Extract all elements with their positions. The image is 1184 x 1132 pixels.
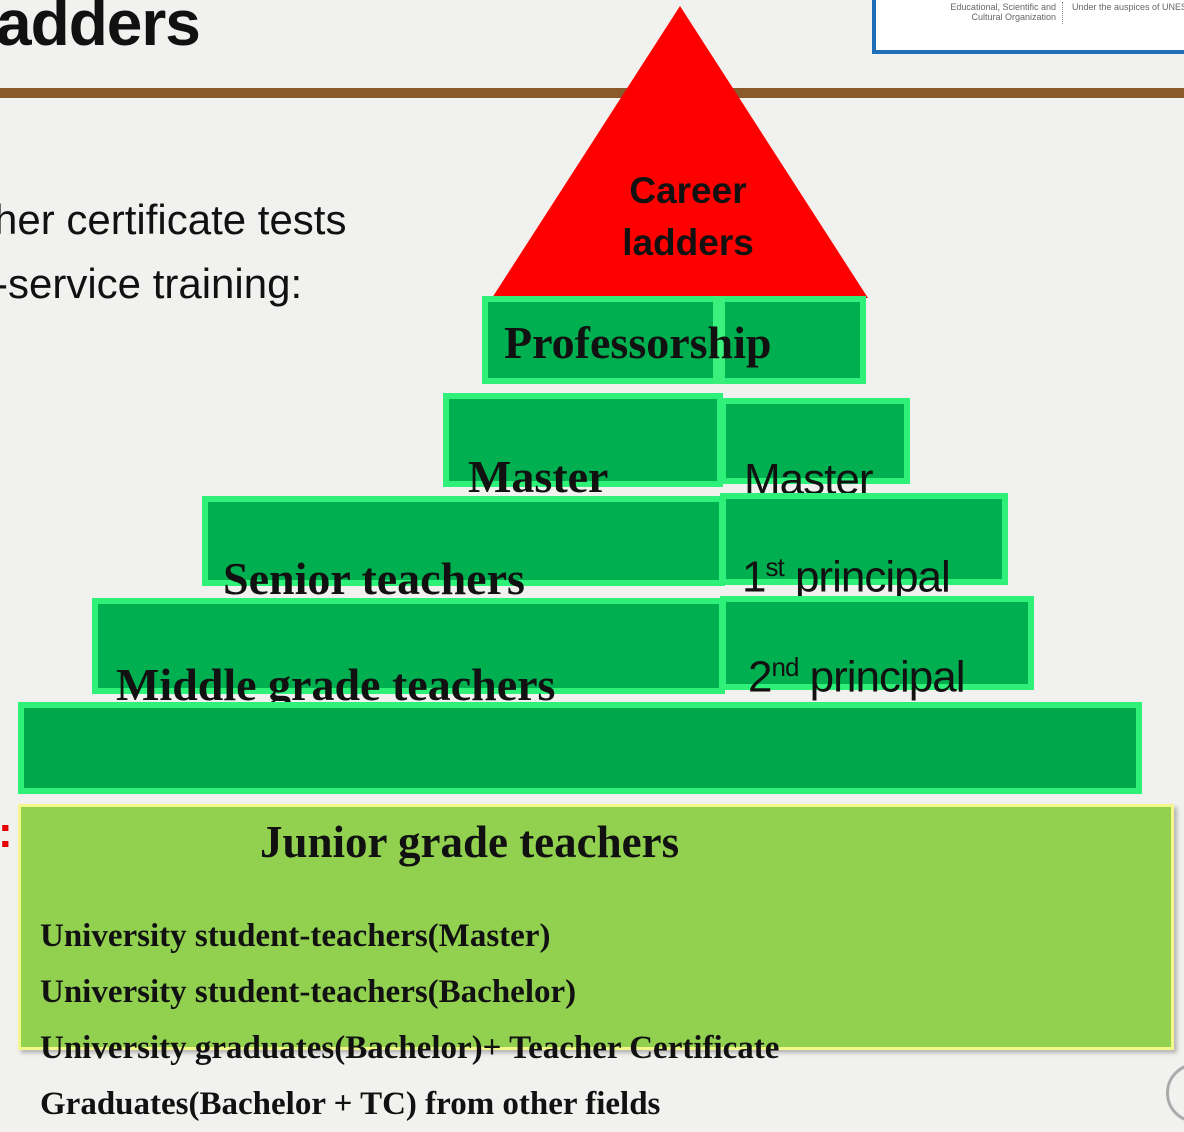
principal-1-num: 1 [742,552,767,602]
slide-title: adders [0,0,201,59]
title-divider [0,88,1184,98]
senior-label: Senior teachers [223,553,525,604]
middle-step-right [720,596,1034,690]
junior-label: Junior grade teachers [260,817,680,867]
principal-1-word: principal [783,552,951,602]
apex-shape [492,6,868,298]
logo-left-text: Educational, Scientific and Cultural Org… [950,2,1056,22]
pathway-item: University graduates(Bachelor)+ Teacher … [40,1030,780,1066]
professorship-divider [713,296,725,384]
professorship-label: Professorship [504,317,772,368]
apex-label: Career ladders [606,165,770,269]
principal-2-word: principal [798,652,966,702]
master-label: Master [468,451,609,502]
master-step-right [720,398,910,484]
senior-step-left [202,496,725,586]
apex-label-line-2: ladders [622,222,754,263]
principal-2-num: 2 [748,652,773,702]
principal-1-label: 1st principal [742,552,951,603]
red-colon: : [0,808,13,858]
junior-base-box [18,804,1174,1050]
principal-2-sup: nd [771,652,799,682]
pathway-item: Graduates(Bachelor + TC) from other fiel… [40,1086,661,1122]
slide-navigation-circle-icon[interactable] [1166,1063,1184,1123]
senior-step-right [720,493,1008,585]
logo-right-text: Under the auspices of UNESCO [1072,2,1184,12]
body-line-1: her certificate tests [0,196,347,243]
principal-1-sup: st [765,552,784,582]
pathway-item: University student-teachers(Bachelor) [40,974,577,1010]
apex-triangle [492,6,868,298]
middle-label: Middle grade teachers [116,659,556,710]
body-line-2: -service training: [0,260,303,307]
apex-label-line-1: Career [629,170,747,211]
logo-separator [1062,2,1063,24]
junior-step-bar [18,702,1142,794]
master-step-left [443,393,723,487]
professorship-step [482,296,866,384]
unesco-logo: Educational, Scientific and Cultural Org… [872,0,1184,54]
principal-2-label: 2nd principal [748,652,966,703]
pathway-item: University student-teachers(Master) [40,918,551,954]
